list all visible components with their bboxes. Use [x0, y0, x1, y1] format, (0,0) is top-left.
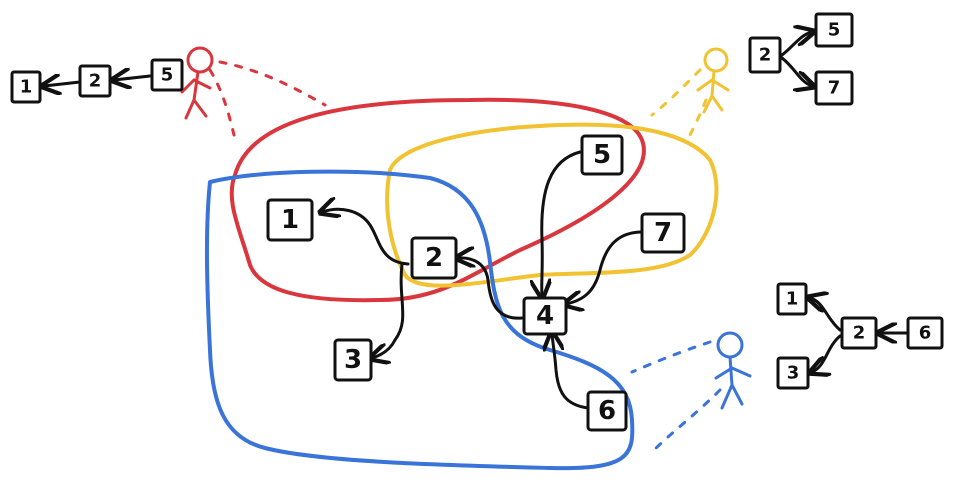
blue-view-node-1: 1 — [776, 282, 808, 316]
node-7: 7 — [640, 212, 686, 254]
svg-text:6: 6 — [919, 323, 932, 344]
edge-2-1 — [322, 209, 410, 266]
red-view-edge-5-2 — [114, 76, 152, 80]
edge-6-4 — [552, 334, 590, 410]
svg-text:7: 7 — [654, 218, 672, 248]
edge-7-4 — [566, 230, 644, 304]
edge-2-3 — [372, 262, 405, 358]
svg-text:3: 3 — [344, 345, 362, 375]
blue-view-node-6: 6 — [906, 316, 944, 350]
svg-text:1: 1 — [786, 289, 799, 310]
yellow-view-node-7: 7 — [814, 70, 854, 106]
svg-text:3: 3 — [787, 363, 800, 384]
yellow-view-edge-2-5 — [780, 32, 812, 57]
red-view-node-2: 2 — [78, 64, 112, 98]
blue-view-node-3: 3 — [776, 356, 810, 390]
red-view-edge-2-1 — [44, 82, 82, 86]
svg-text:7: 7 — [828, 78, 841, 99]
node-2: 2 — [410, 236, 458, 280]
edge-5-4 — [542, 150, 582, 296]
node-6: 6 — [586, 390, 628, 432]
node-3: 3 — [333, 338, 373, 382]
blue-view-edge-2-3 — [812, 334, 842, 372]
blue-region — [204, 169, 635, 471]
svg-text:2: 2 — [425, 243, 443, 273]
node-1: 1 — [266, 198, 314, 242]
yellow-sight-line-right — [688, 98, 708, 137]
red-sight-line-upper — [218, 60, 327, 107]
svg-text:6: 6 — [598, 396, 616, 426]
svg-text:1: 1 — [20, 77, 33, 98]
svg-text:4: 4 — [536, 301, 554, 331]
blue-view-tree: 1 2 3 6 — [776, 282, 944, 390]
yellow-region — [385, 122, 719, 288]
blue-sight-line-upper — [630, 340, 712, 374]
blue-view-edge-2-1 — [810, 298, 842, 332]
svg-text:2: 2 — [759, 45, 772, 66]
yellow-view-edge-2-7 — [780, 56, 812, 86]
yellow-view-node-5: 5 — [814, 12, 854, 48]
blue-sight-line-lower — [650, 388, 722, 454]
svg-text:2: 2 — [853, 323, 866, 344]
node-4: 4 — [522, 296, 568, 336]
yellow-person-icon — [696, 47, 730, 114]
node-5: 5 — [580, 134, 624, 176]
svg-text:1: 1 — [281, 205, 299, 235]
red-view-node-5: 5 — [150, 58, 184, 92]
red-view-chain: 1 2 5 — [10, 58, 184, 104]
svg-text:5: 5 — [161, 65, 174, 86]
edge-4-2 — [458, 258, 524, 320]
red-view-node-1: 1 — [10, 70, 42, 104]
blue-view-node-2: 2 — [840, 316, 878, 350]
red-region — [229, 97, 646, 303]
svg-text:2: 2 — [89, 71, 102, 92]
svg-text:5: 5 — [828, 20, 841, 41]
yellow-view-tree: 2 5 7 — [748, 12, 854, 106]
red-person-icon — [180, 46, 214, 120]
yellow-view-node-2: 2 — [748, 36, 782, 74]
blue-person-icon — [714, 331, 752, 410]
svg-text:5: 5 — [593, 140, 611, 170]
yellow-sight-line-left — [650, 68, 702, 117]
red-sight-line-lower — [208, 68, 236, 137]
